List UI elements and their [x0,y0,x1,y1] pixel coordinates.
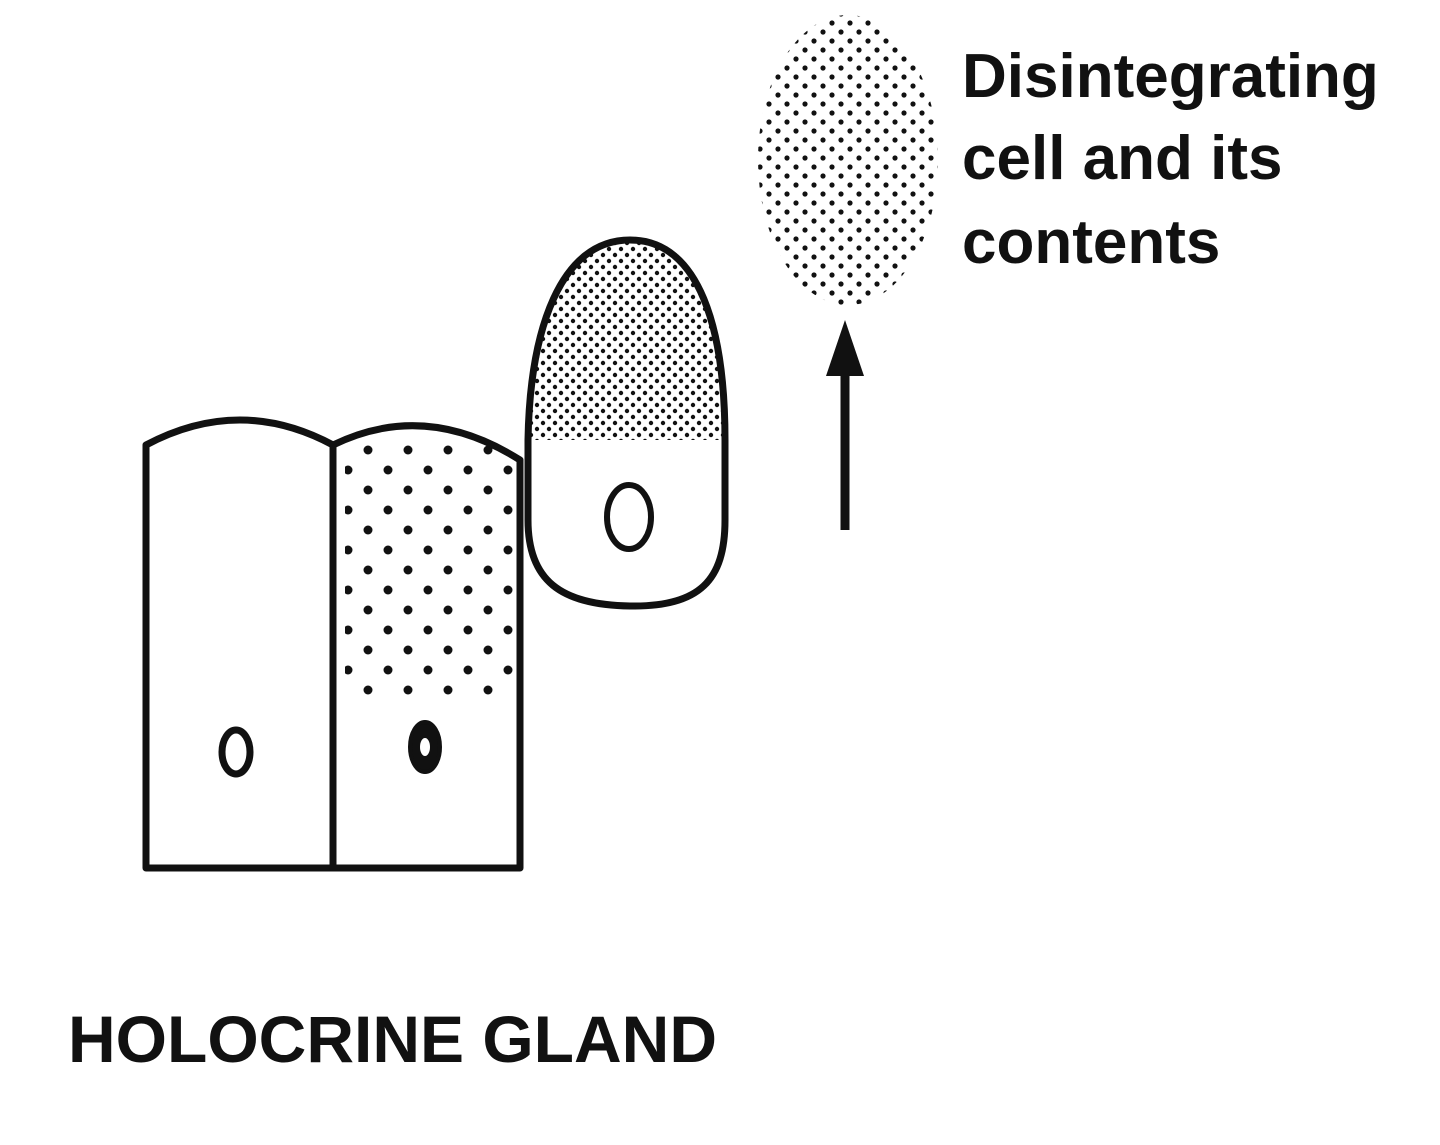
disintegrating-cell [758,15,938,305]
extruding-gland-cell [524,236,729,610]
disintegrating-cell-label-line-2: cell and its [962,124,1283,193]
plain-gland-cell [142,416,337,872]
upward-arrow-icon [826,320,864,530]
disintegrating-cell-label-line-3: contents [962,208,1221,277]
disintegrating-cell-label-line-1: Disintegrating [962,42,1379,111]
diagram-title: HOLOCRINE GLAND [68,1002,717,1076]
plain-cell-nucleus [218,726,254,778]
extruding-cell-nucleus [604,482,654,552]
granule-filled-gland-cell [329,422,524,872]
